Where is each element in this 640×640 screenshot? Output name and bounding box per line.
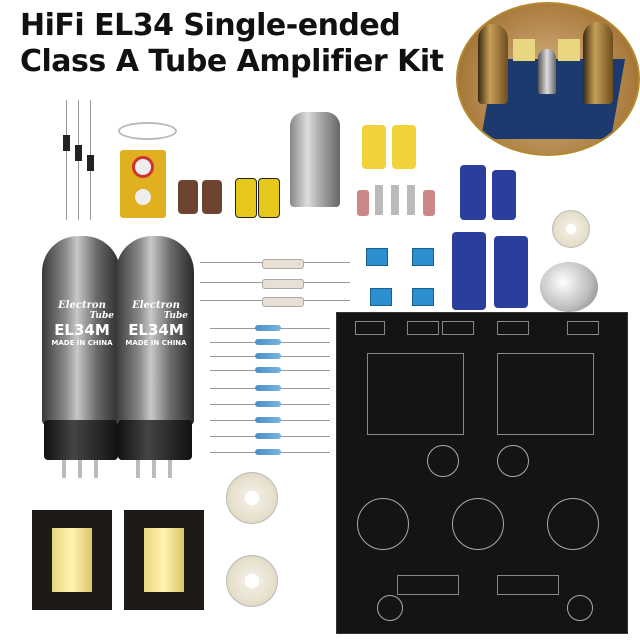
- electrolytic-capacitor: [178, 180, 198, 214]
- filter-capacitor: [460, 165, 486, 220]
- product-title: HiFi EL34 Single-ended Class A Tube Ampl…: [20, 8, 444, 80]
- circuit-board: [336, 312, 628, 634]
- electrolytic-capacitor: [235, 178, 257, 218]
- inset-tube: [478, 24, 508, 104]
- inset-transformer: [513, 39, 535, 61]
- wire-loop: [118, 122, 177, 140]
- assembled-amplifier-inset-photo: [456, 2, 640, 156]
- coupling-capacitor: [392, 125, 416, 169]
- tube-sockets-hardware: [355, 180, 445, 220]
- screw-terminal: [412, 288, 434, 306]
- volume-knob: [540, 262, 598, 312]
- screw-terminal: [366, 248, 388, 266]
- diodes: [60, 100, 100, 220]
- tube-brand-2: Tube: [89, 311, 114, 321]
- inset-tube: [583, 22, 613, 104]
- large-filter-capacitor: [494, 236, 528, 308]
- screw-terminal: [412, 248, 434, 266]
- tube-model: EL34M: [54, 321, 110, 339]
- tube-brand: Electron: [132, 300, 180, 311]
- octal-tube-socket: [226, 555, 278, 607]
- large-filter-capacitor: [452, 232, 486, 310]
- octal-tube-socket: [552, 210, 590, 248]
- preamp-tube: [290, 112, 340, 207]
- octal-tube-socket: [226, 472, 278, 524]
- tube-model: EL34M: [128, 321, 184, 339]
- title-line-2: Class A Tube Amplifier Kit: [20, 44, 444, 79]
- tube-origin: MADE IN CHINA: [51, 339, 113, 347]
- inset-preamp-tube: [538, 49, 556, 94]
- tube-origin: MADE IN CHINA: [125, 339, 187, 347]
- tube-brand: Electron: [58, 300, 106, 311]
- electrolytic-capacitor: [258, 178, 280, 218]
- filter-capacitor: [492, 170, 516, 220]
- tube-brand-2: Tube: [163, 311, 188, 321]
- inset-transformer: [558, 39, 580, 61]
- electrolytic-capacitor: [202, 180, 222, 214]
- screw-terminal: [370, 288, 392, 306]
- title-line-1: HiFi EL34 Single-ended: [20, 8, 401, 43]
- coupling-capacitor: [362, 125, 386, 169]
- rca-input-jacks: [120, 150, 166, 218]
